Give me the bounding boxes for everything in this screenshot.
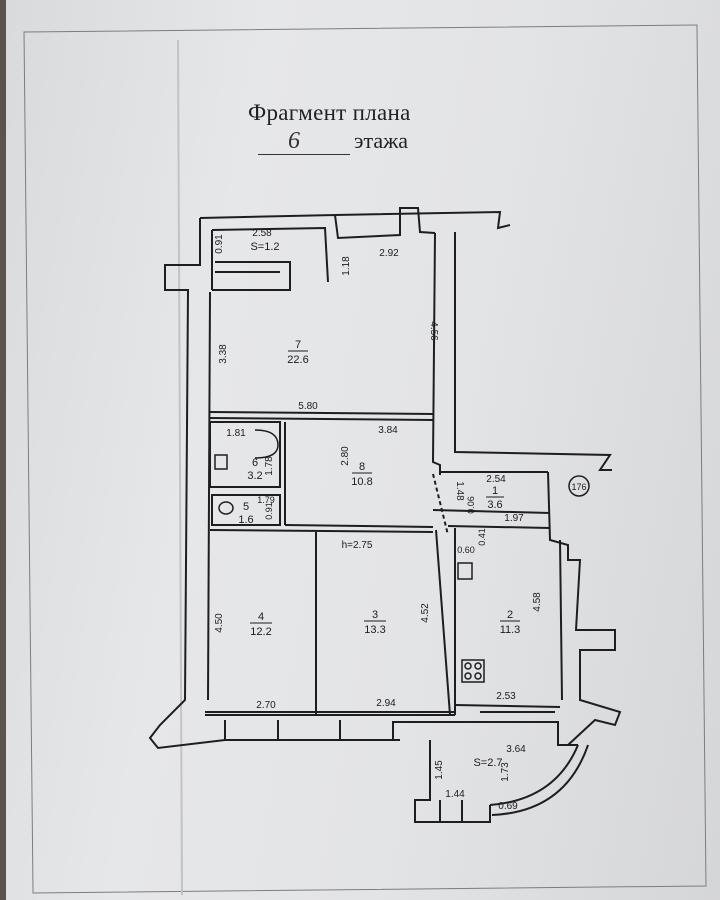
dim-label: 4.52 — [420, 603, 431, 623]
room-3-number: 3 — [372, 609, 378, 621]
walls — [148, 207, 622, 823]
dim-label: 2.58 — [252, 228, 272, 239]
dim-label: 1.18 — [341, 256, 352, 276]
room-7-area: 22.6 — [287, 354, 308, 366]
dim-label: 1.48 — [454, 481, 465, 501]
room-5-area: 1.6 — [238, 514, 253, 526]
room-4-number: 4 — [258, 611, 264, 623]
floor-word: этажа — [354, 128, 409, 153]
dim-label: 2.92 — [379, 248, 399, 259]
dim-label: 1.78 — [264, 456, 275, 476]
dim-label: 3.64 — [506, 744, 526, 755]
dim-label: 3.84 — [378, 425, 398, 436]
dim-label: 0.60 — [457, 545, 475, 555]
toilet-icon — [218, 501, 234, 515]
dim-label: 2.54 — [486, 474, 506, 485]
bathtub-icon — [254, 429, 279, 459]
plan-title: Фрагмент плана — [248, 100, 411, 125]
room-8-number: 8 — [359, 461, 365, 473]
dim-label: 0.91 — [264, 502, 274, 520]
room-2-number: 2 — [507, 609, 513, 621]
badge-circle — [568, 475, 590, 497]
room-4-area: 12.2 — [250, 626, 271, 638]
dim-label: 4.50 — [214, 613, 225, 633]
dim-label: 1.73 — [500, 762, 511, 782]
dim-label: 0.69 — [498, 801, 518, 812]
dim-label: 1.97 — [504, 513, 524, 524]
floor-underline — [258, 154, 350, 155]
room-1-area: 3.6 — [487, 499, 502, 511]
paper-sheet — [6, 0, 720, 900]
fold-crease — [177, 39, 183, 896]
room-7-number: 7 — [295, 339, 301, 351]
room-6-number: 6 — [252, 457, 258, 469]
stove-icon — [461, 659, 485, 683]
dim-label: 1.79 — [257, 495, 275, 505]
badge-number: 176 — [571, 482, 586, 492]
dim-label: 4.58 — [532, 592, 543, 612]
dim-label: 1.81 — [226, 428, 246, 439]
dim-label: 1.44 — [445, 789, 465, 800]
floor-number: 6 — [288, 128, 300, 154]
dim-label: 2.53 — [496, 691, 516, 702]
top-balcony-area: S=1.2 — [250, 241, 279, 253]
fixtures — [214, 429, 590, 683]
ceiling-height: h=2.75 — [342, 540, 373, 551]
dim-label: 2.94 — [376, 698, 396, 709]
dim-label: 2.70 — [256, 700, 276, 711]
dim-label: 0.06 — [466, 496, 476, 514]
dim-label: 0.41 — [477, 528, 487, 546]
dim-label: 3.38 — [218, 344, 229, 364]
room-3-area: 13.3 — [364, 624, 385, 636]
dim-label: 0.91 — [214, 234, 225, 254]
dim-label: 2.80 — [340, 446, 351, 466]
room-2-area: 11.3 — [500, 624, 521, 636]
bottom-balcony-area: S=2.7 — [473, 757, 502, 769]
sink-icon — [214, 454, 228, 470]
room-6-area: 3.2 — [247, 470, 262, 482]
dim-label: 4.56 — [428, 321, 439, 341]
kitchen-sink-icon — [457, 562, 473, 580]
room-5-number: 5 — [243, 501, 249, 513]
room-8-area: 10.8 — [351, 476, 372, 488]
dim-label: 5.80 — [298, 401, 318, 412]
dim-label: 1.45 — [434, 760, 445, 780]
room-1-number: 1 — [492, 485, 498, 497]
